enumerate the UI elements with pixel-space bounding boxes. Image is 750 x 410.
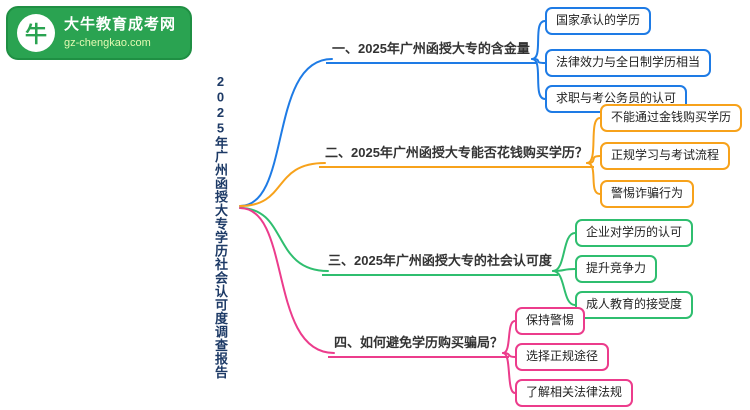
connector-line	[239, 207, 329, 272]
connector-line	[239, 58, 333, 207]
leaf-node: 保持警惕	[515, 307, 586, 335]
site-url: gz-chengkao.com	[64, 36, 151, 49]
connector-line	[531, 20, 546, 60]
leaf-node: 正规学习与考试流程	[600, 142, 731, 170]
connector-line	[239, 207, 335, 354]
connector-line	[552, 270, 576, 306]
connector-line	[502, 320, 516, 354]
bull-glyph: 牛	[24, 22, 47, 47]
leaf-node: 提升竞争力	[575, 255, 658, 283]
connector-line	[586, 162, 601, 195]
site-logo: 牛 大牛教育成考网 gz-chengkao.com	[6, 6, 193, 60]
connector-line	[552, 232, 576, 272]
branch-3-label: 三、2025年广州函授大专的社会认可度	[322, 250, 558, 276]
leaf-node: 企业对学历的认可	[575, 219, 694, 247]
connector-line	[586, 117, 601, 164]
leaf-node: 了解相关法律法规	[515, 379, 634, 407]
leaf-node: 法律效力与全日制学历相当	[545, 49, 712, 77]
root-node: 2025年广州函授大专学历社会认可度调查报告	[213, 74, 228, 379]
branch-2-label: 二、2025年广州函授大专能否花钱购买学历？	[319, 142, 594, 168]
connector-line	[239, 162, 326, 207]
leaf-node: 警惕诈骗行为	[600, 180, 695, 208]
leaf-node: 选择正规途径	[515, 343, 610, 371]
leaf-node: 国家承认的学历	[545, 7, 652, 35]
logo-text: 大牛教育成考网 gz-chengkao.com	[64, 17, 176, 49]
site-name: 大牛教育成考网	[64, 16, 177, 34]
branch-4-label: 四、如何避免学历购买骗局？	[328, 332, 510, 358]
leaf-node: 成人教育的接受度	[575, 291, 694, 319]
connector-line	[531, 58, 546, 100]
branch-1-label: 一、2025年广州函授大专的含金量	[326, 38, 536, 64]
connector-line	[502, 352, 516, 394]
leaf-node: 不能通过金钱购买学历	[600, 104, 743, 132]
bull-logo-icon: 牛	[17, 14, 55, 52]
